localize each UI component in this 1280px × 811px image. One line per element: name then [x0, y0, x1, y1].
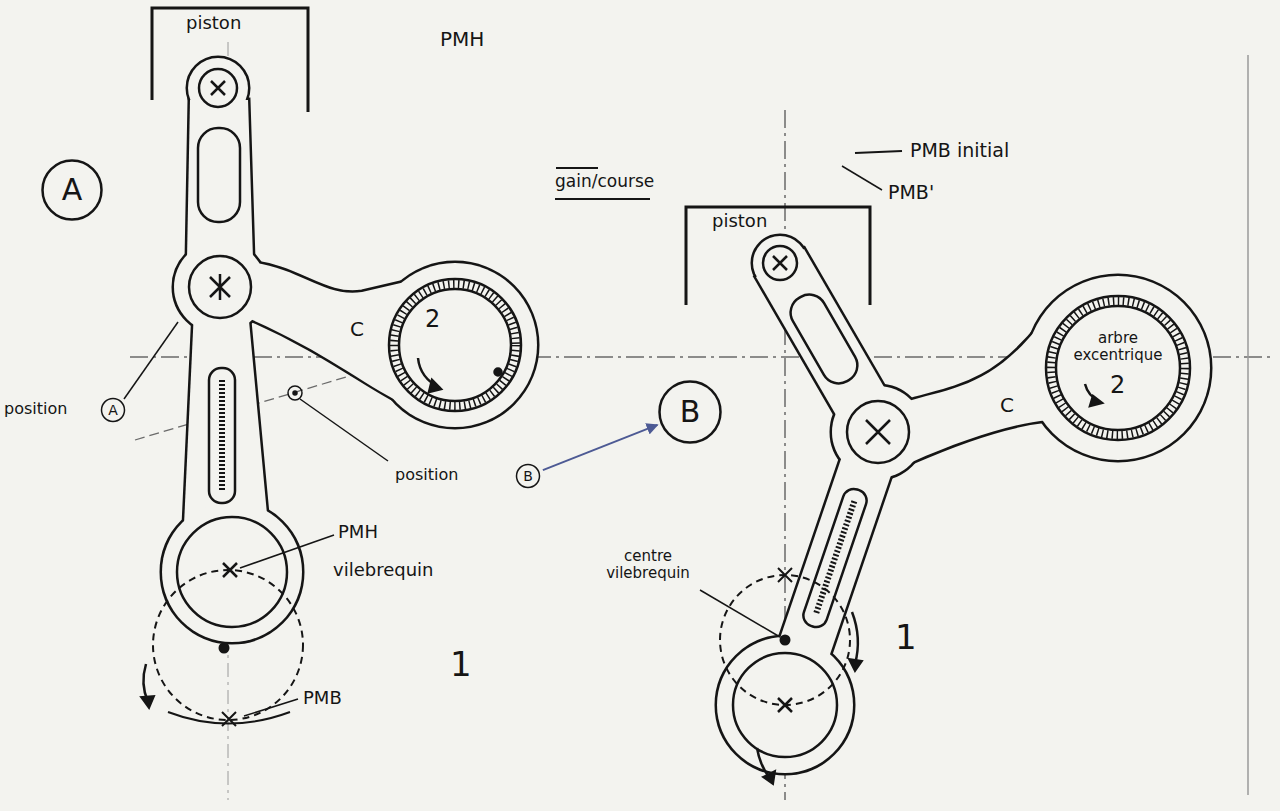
letter: B [680, 397, 701, 427]
crankshaft-b [781, 636, 790, 645]
construction-lines [1247, 55, 1249, 795]
linkage-b [717, 236, 1210, 773]
callout-number: 2 [1110, 372, 1125, 400]
dead-centre-label: PMB' [888, 182, 934, 204]
linkage-b-details [784, 288, 863, 389]
leader-lines [700, 590, 780, 637]
linkage-a-details [211, 81, 225, 95]
linkage-b-details [784, 288, 863, 389]
dead-centre-label: PMB [303, 688, 342, 709]
linkage-a [162, 58, 537, 642]
linkage-a-details [189, 256, 251, 318]
crankshaft-b [849, 659, 862, 671]
circled-letter: B [515, 463, 541, 489]
linkage-a [162, 58, 537, 642]
linkage-b-details [1056, 306, 1180, 430]
leader-lines [124, 322, 178, 399]
leader-lines [555, 198, 650, 200]
linkage-a-details [219, 380, 225, 492]
linkage-b [717, 236, 1210, 773]
linkage-a-details [210, 274, 230, 300]
linkage-b-details [800, 486, 869, 630]
linkage-a-details [177, 517, 287, 627]
crankshaft-a [220, 644, 229, 653]
crankshaft-a [141, 696, 154, 708]
linkage-b-details [1051, 301, 1185, 435]
linkage-b [717, 236, 1210, 773]
linkage-a-details [429, 380, 441, 392]
linkage-b-details [847, 401, 909, 463]
letter: A [108, 403, 118, 417]
linkage-a-details [394, 284, 516, 406]
leader-lines [842, 166, 882, 190]
leader-lines [855, 151, 902, 153]
linkage-b-details [1046, 296, 1190, 440]
linkage-a-details [495, 369, 502, 376]
linkage-b-details [763, 246, 797, 280]
part-name: vilebrequin [333, 560, 433, 581]
callout-number: 2 [425, 306, 440, 334]
linkage-a-details [177, 69, 521, 627]
part-name: arbre excentrique [1066, 330, 1170, 365]
letter: B [523, 469, 533, 483]
leader-lines [288, 386, 302, 400]
leader-arrow [543, 425, 658, 470]
dead-centre-label: PMH [440, 28, 484, 51]
linkage-a-details [389, 279, 521, 411]
linkage-b-details [800, 486, 869, 630]
crankshaft-b [720, 568, 862, 784]
linkage-b-details [773, 256, 787, 270]
construction-lines [130, 42, 1275, 800]
leader-lines [124, 151, 902, 716]
part-letter: C [1000, 394, 1014, 417]
callout-number: 1 [450, 645, 472, 684]
crankshaft-b [852, 612, 858, 664]
note: gain/course [555, 172, 654, 192]
part-name: piston [186, 13, 241, 34]
part-letter: C [350, 318, 364, 341]
leader-lines [240, 535, 334, 568]
part-name: piston [712, 211, 767, 232]
part-name: centre vilebrequin [598, 548, 698, 583]
letter: A [62, 175, 83, 205]
crankshaft-b [778, 568, 792, 582]
linkage-a-details [399, 289, 511, 401]
circled-letter: A [41, 159, 103, 221]
crankshaft-b [763, 771, 775, 784]
crankshaft-a [153, 570, 303, 720]
leader-lines [300, 399, 388, 461]
circled-letter: B [658, 380, 722, 444]
circle-outline [517, 465, 540, 488]
leader-lines [293, 391, 297, 395]
callout-number: 1 [895, 618, 917, 657]
position-label: position [4, 400, 67, 418]
circled-letter: A [100, 397, 126, 423]
crankshaft-a [141, 570, 303, 726]
dead-centre-label: PMH [338, 522, 378, 543]
circle-outline [43, 161, 102, 220]
linkage-b-details [1090, 396, 1102, 406]
linkage-a-details [199, 69, 237, 107]
linkage-a-details [209, 368, 235, 503]
crankshaft-b [720, 575, 850, 705]
linkage-a-details [198, 128, 240, 222]
linkage-b-details [866, 420, 890, 444]
circle-outline [102, 399, 125, 422]
linkage-b-details [733, 246, 1190, 757]
circle-outline [660, 382, 721, 443]
leader-lines [556, 167, 598, 169]
leader-lines [244, 699, 298, 716]
linkage-a [162, 58, 537, 642]
crankshaft-a [168, 712, 290, 724]
position-label: position [395, 466, 458, 484]
dead-centre-label: PMB initial [910, 140, 1009, 162]
